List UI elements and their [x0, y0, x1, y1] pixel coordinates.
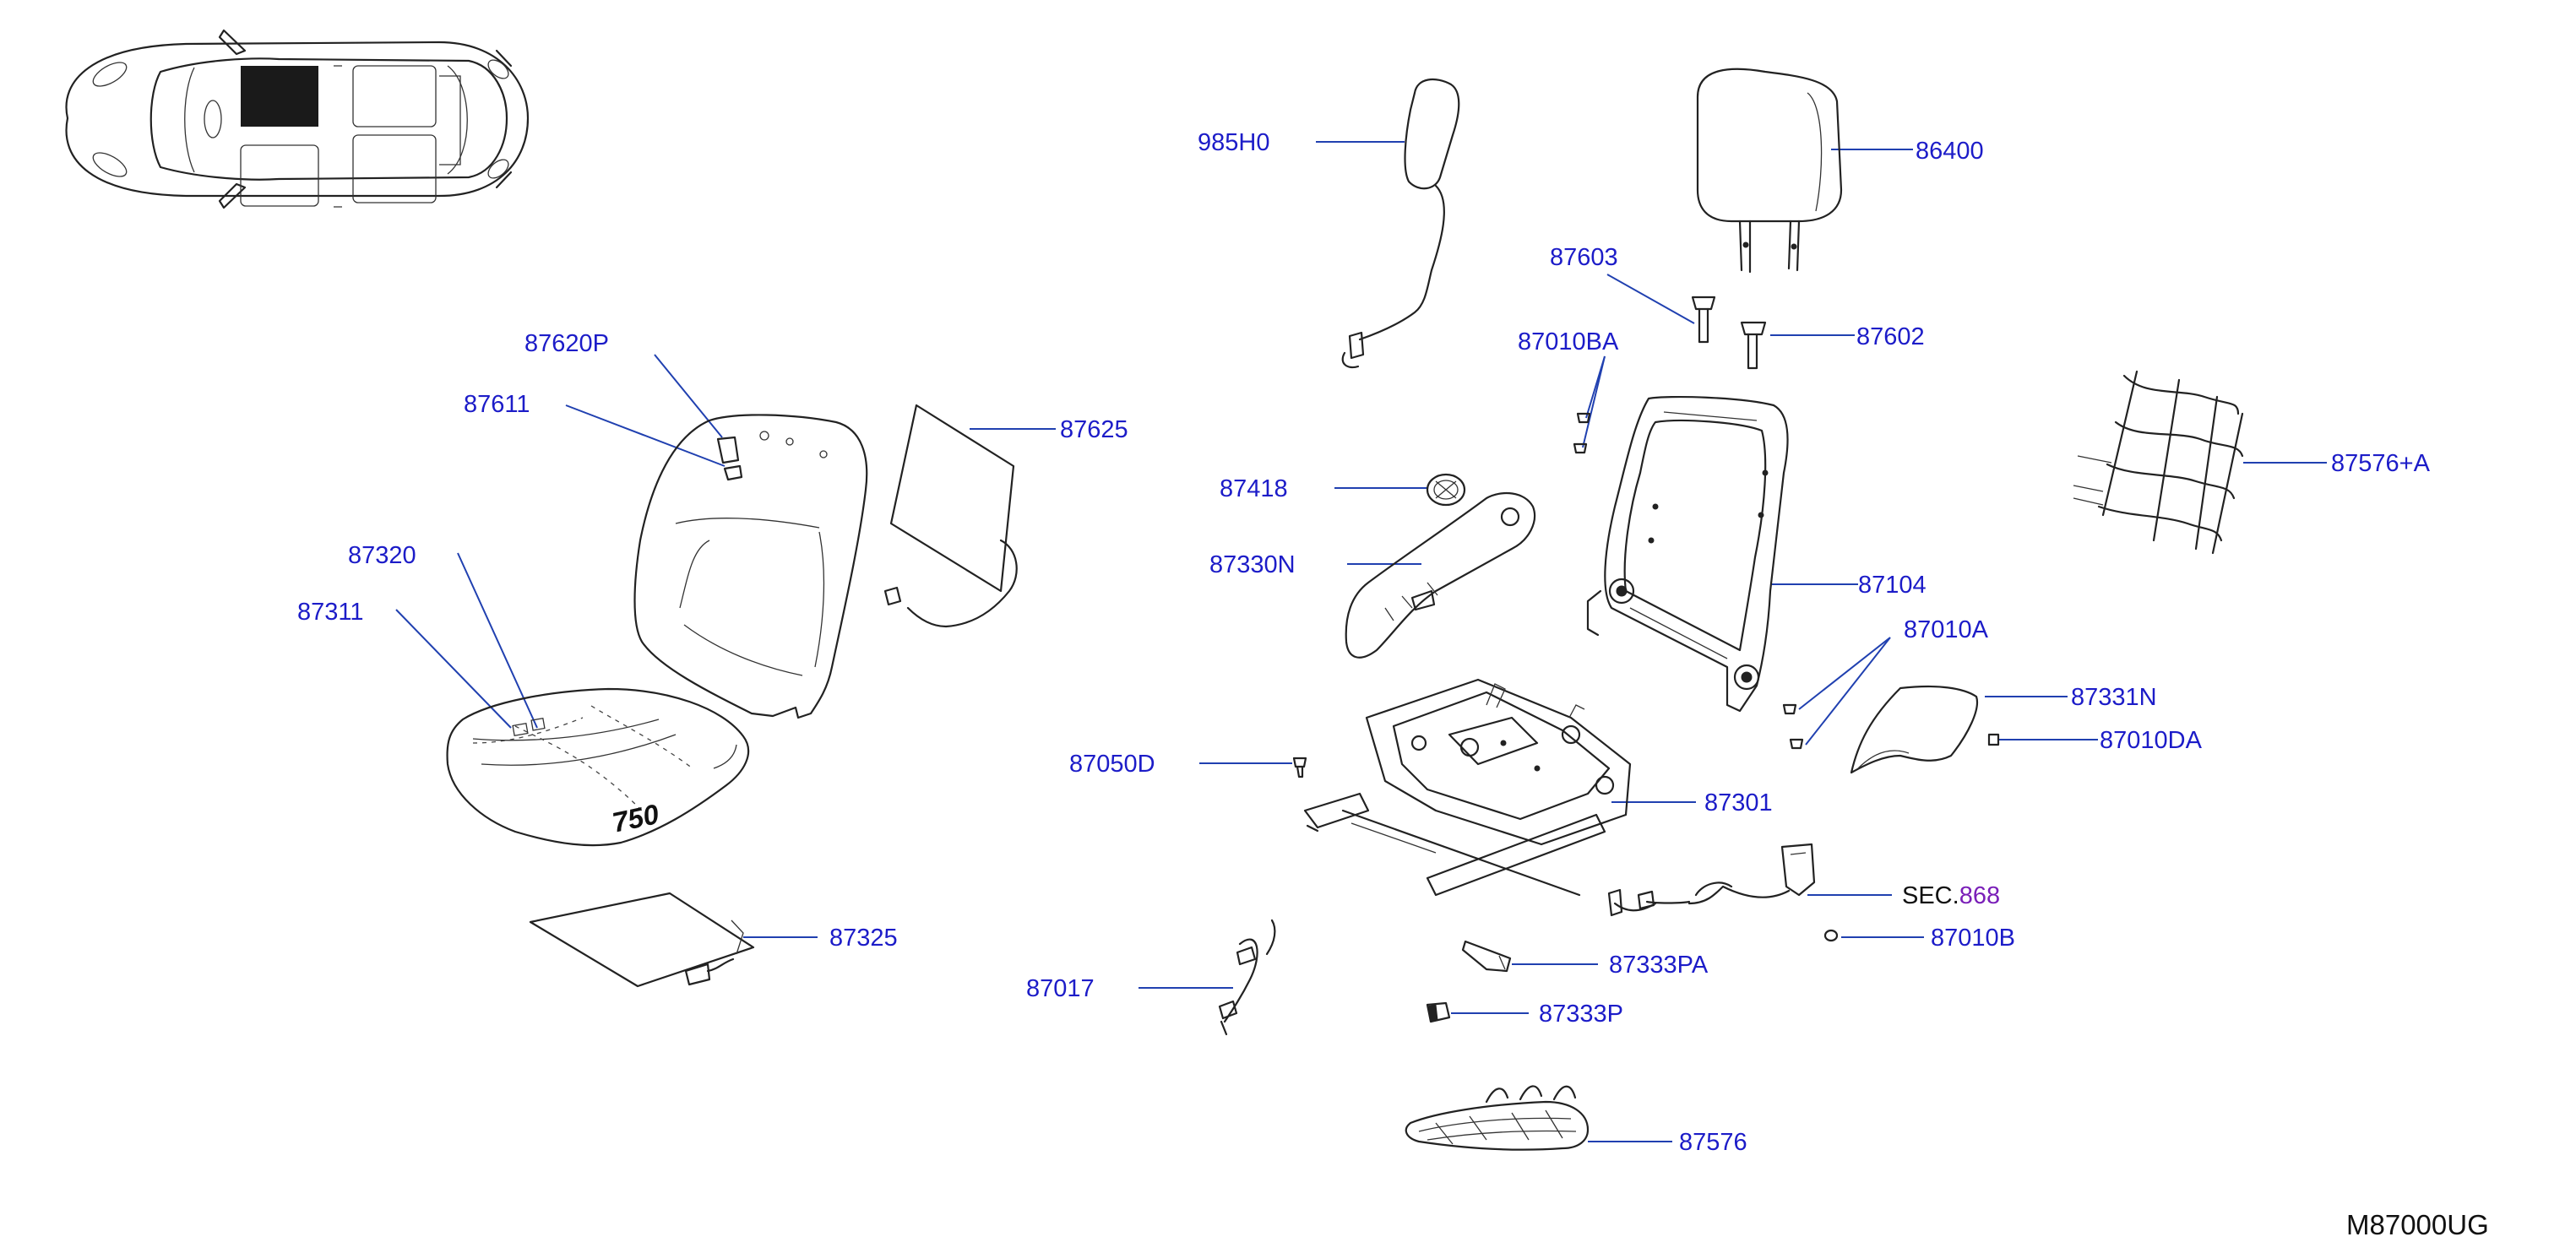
- seat-cushion-frame: [1303, 678, 1632, 897]
- bolt-87010b: [1823, 929, 1839, 942]
- callout-87611[interactable]: 87611: [464, 391, 530, 418]
- leader-lines: [395, 141, 2327, 1142]
- seatback-cover-trim: [633, 414, 868, 719]
- callout-87576[interactable]: 87576: [1679, 1129, 1747, 1156]
- headrest-guide-left: [1691, 296, 1716, 344]
- seat-back-frame: [1586, 395, 1789, 713]
- callout-87104[interactable]: 87104: [1858, 572, 1927, 599]
- callout-87017[interactable]: 87017: [1026, 975, 1095, 1002]
- callout-87331N[interactable]: 87331N: [2071, 684, 2157, 711]
- callout-87576A[interactable]: 87576+A: [2331, 450, 2431, 477]
- harness-87017: [1218, 919, 1276, 1036]
- seat-cushion-cover: 750: [446, 687, 750, 847]
- bolt-87010ba: [1573, 412, 1591, 454]
- sec-number-link[interactable]: 868: [1959, 882, 2000, 909]
- recliner-knob: [1426, 473, 1466, 507]
- cushion-heater-pad: [529, 892, 755, 988]
- diagram-code: M87000UG: [2346, 1209, 2489, 1240]
- callout-87301[interactable]: 87301: [1704, 789, 1773, 816]
- headrest-guide-right: [1740, 321, 1767, 370]
- callout-87010A[interactable]: 87010A: [1904, 616, 1989, 643]
- vehicle-top-view-icon: [65, 29, 530, 209]
- callout-87050D[interactable]: 87050D: [1069, 751, 1155, 778]
- cap-87333p: [1426, 1001, 1451, 1023]
- seat-finisher-87331n: [1850, 685, 1979, 774]
- seat-belt-buckle: [1607, 843, 1816, 917]
- callout-87010B[interactable]: 87010B: [1931, 925, 2015, 952]
- sec-prefix: SEC.: [1902, 882, 1959, 909]
- callout-87418[interactable]: 87418: [1220, 475, 1288, 502]
- callout-87325[interactable]: 87325: [829, 925, 898, 952]
- seatback-spring-mat: [2073, 370, 2244, 555]
- callout-86400[interactable]: 86400: [1916, 138, 1984, 165]
- callout-87603[interactable]: 87603: [1550, 244, 1618, 271]
- callout-87333P[interactable]: 87333P: [1539, 1001, 1623, 1028]
- side-airbag-module: [1341, 78, 1460, 369]
- callout-87602[interactable]: 87602: [1856, 323, 1925, 350]
- callout-87620P[interactable]: 87620P: [524, 330, 609, 357]
- callout-87333PA[interactable]: 87333PA: [1609, 952, 1709, 979]
- bolt-87050d: [1292, 757, 1307, 778]
- callout-87010DA[interactable]: 87010DA: [2100, 727, 2203, 754]
- seat-stamp-label: 750: [610, 798, 662, 838]
- bolt-87010a: [1782, 703, 1804, 750]
- callout-87625[interactable]: 87625: [1060, 416, 1128, 443]
- cushion-spring-mat: [1405, 1085, 1590, 1151]
- callout-87010BA[interactable]: 87010BA: [1518, 328, 1619, 355]
- callout-87320[interactable]: 87320: [348, 542, 416, 569]
- highlighted-seat-icon: [241, 66, 318, 127]
- bolt-87010da: [1987, 733, 2000, 746]
- headrest: [1696, 68, 1843, 274]
- callout-87311[interactable]: 87311: [297, 599, 364, 626]
- seat-side-finisher: [1345, 492, 1536, 659]
- lever-87333pa: [1461, 940, 1512, 973]
- callout-87330N[interactable]: 87330N: [1209, 551, 1296, 578]
- seatback-heater-pad: [883, 404, 1018, 628]
- callout-labels: 985H0 86400 87603 87602 87010BA 87620P 8…: [297, 129, 2431, 1156]
- callout-985H0[interactable]: 985H0: [1198, 129, 1269, 156]
- callout-sec-868[interactable]: SEC.868: [1902, 882, 2000, 909]
